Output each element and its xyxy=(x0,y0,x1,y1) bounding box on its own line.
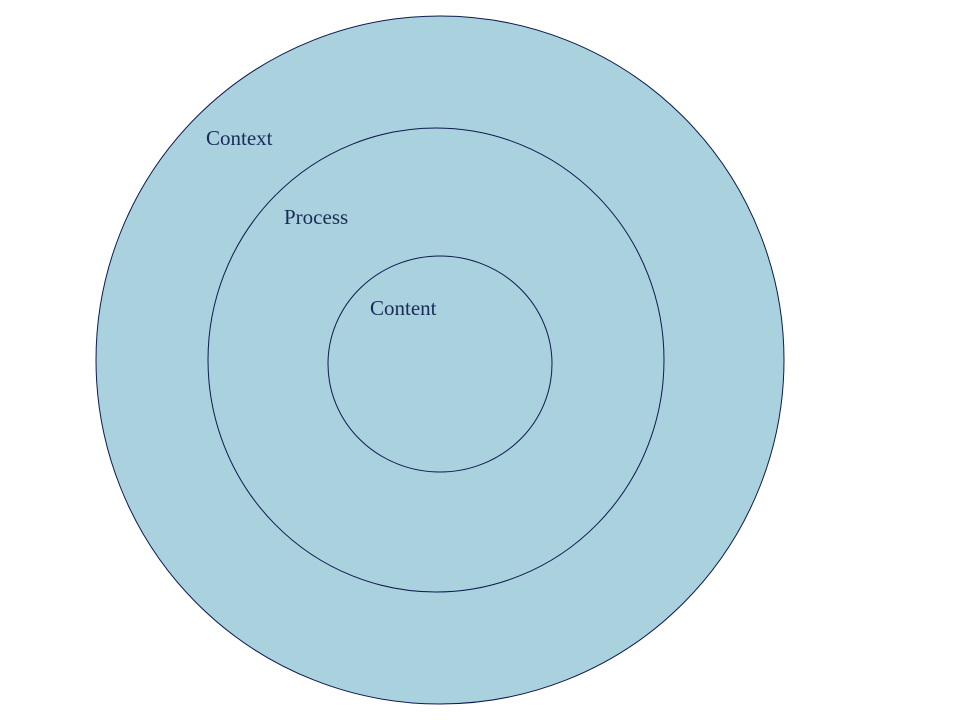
context-label: Context xyxy=(206,126,273,150)
process-label: Process xyxy=(284,205,348,229)
content-label: Content xyxy=(370,296,437,320)
content-ring xyxy=(327,255,553,473)
